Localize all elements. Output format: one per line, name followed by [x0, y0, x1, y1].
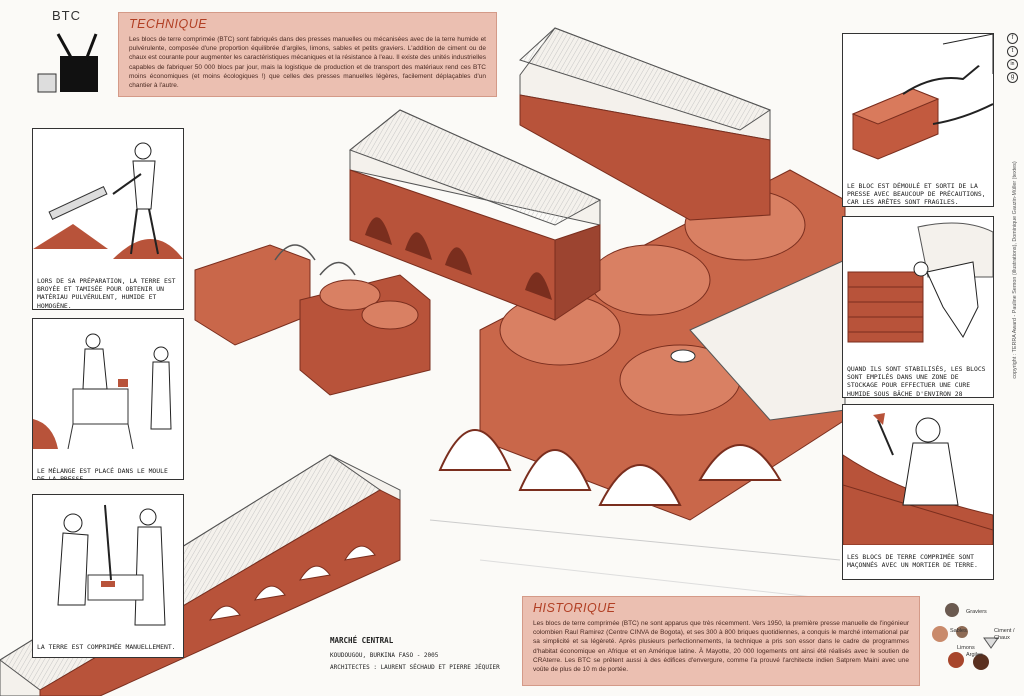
right-panel-1-caption: Le bloc est démoulé et sorti de la press… [847, 182, 986, 207]
right-panel-3: Les blocs de terre comprimée sont maçonn… [842, 404, 994, 580]
left-panel-2-caption: Le mélange est placé dans le moule de la… [37, 467, 168, 480]
left-panel-3-caption: La terre est comprimée manuellement. [37, 643, 176, 651]
left-panel-1-caption: Lors de sa préparation, la terre est bro… [37, 277, 176, 310]
technique-heading: TECHNIQUE [129, 17, 208, 31]
historique-box: HISTORIQUE Les blocs de terre comprimée … [522, 596, 920, 686]
right-panel-2: Quand ils sont stabilisés, les blocs son… [842, 216, 994, 398]
left-panel-3: La terre est comprimée manuellement. [32, 494, 184, 658]
press-icon [37, 33, 98, 93]
project-architects: Architectes : Laurent Séchaud et Pierre … [330, 664, 500, 671]
google-icon[interactable]: g [1007, 72, 1018, 83]
right-panel-3-caption: Les blocs de terre comprimée sont maçonn… [847, 553, 978, 570]
facebook-icon[interactable]: f [1007, 33, 1018, 44]
left-panel-1: Lors de sa préparation, la terre est bro… [32, 128, 184, 310]
left-panel-3-drawing [57, 504, 166, 626]
historique-body: Les blocs de terre comprimée (BTC) ne so… [533, 620, 909, 674]
twitter-icon[interactable]: t [1007, 46, 1018, 57]
left-panel-1-drawing [33, 142, 183, 259]
btc-tag: BTC [52, 8, 81, 23]
copyright-credit: copyright : TERRA Award - Pauline Semon … [1010, 40, 1020, 500]
project-location: Koudougou, Burkina Faso - 2005 [330, 652, 439, 659]
ingredient-graviers: Graviers [966, 609, 987, 615]
linkedin-icon[interactable]: in [1007, 59, 1018, 70]
ingredient-ciment-chaux: Ciment / Chaux [994, 628, 1015, 641]
project-title: Marché central [330, 636, 394, 645]
right-panel-3-drawing [843, 413, 993, 545]
right-panel-1: Le bloc est démoulé et sorti de la press… [842, 33, 994, 207]
technique-body: Les blocs de terre comprimée (BTC) sont … [129, 36, 486, 90]
left-panel-2: Le mélange est placé dans le moule de la… [32, 318, 184, 480]
right-panel-2-caption: Quand ils sont stabilisés, les blocs son… [847, 365, 986, 398]
ingredients-diagram [932, 603, 999, 670]
historique-heading: HISTORIQUE [533, 601, 616, 615]
technique-box: TECHNIQUE Les blocs de terre comprimée (… [118, 12, 497, 97]
right-panel-1-drawing [851, 34, 993, 160]
ingredient-argiles: Argiles [966, 652, 983, 658]
ingredient-sables: Sables [950, 628, 967, 634]
left-panel-2-drawing [33, 333, 172, 449]
copyright-text: copyright : TERRA Award - Pauline Semon … [1012, 161, 1018, 379]
right-panel-2-drawing [847, 222, 993, 343]
ingredient-limons: Limons [957, 645, 975, 651]
